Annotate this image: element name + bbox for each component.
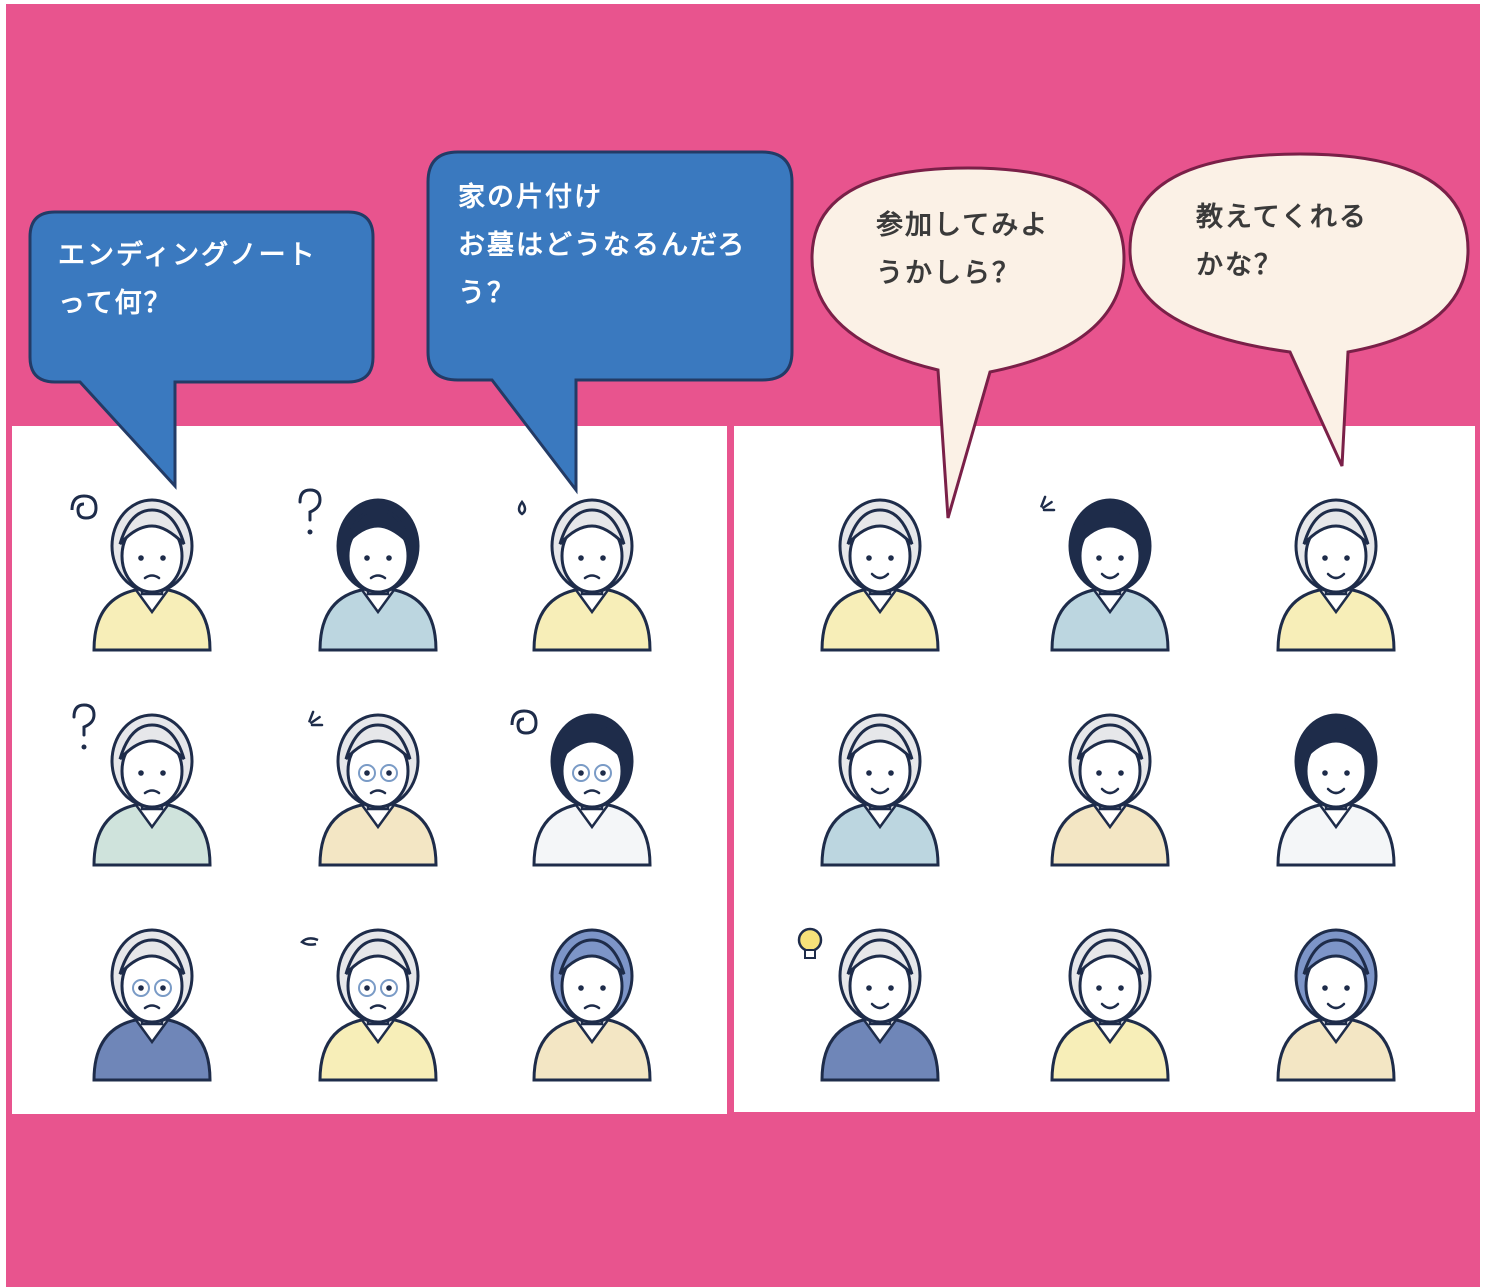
- person-man-phone: [298, 488, 438, 652]
- person-man-suit-fist: [1050, 713, 1170, 867]
- person-elder-woman-glasses: [300, 928, 438, 1082]
- person-woman-ponytail: [517, 498, 652, 652]
- person-woman-scarf: [70, 494, 212, 652]
- bubble-text-left-2: 家の片付け お墓はどうなるんだろ う？: [458, 182, 747, 309]
- question-icon: [72, 703, 96, 750]
- person-woman-ponytail: [1276, 498, 1396, 652]
- speech-bubble-right-1: [810, 166, 1126, 519]
- spark-icon: [1040, 495, 1056, 512]
- person-man-suit-glasses: [308, 710, 438, 867]
- tangle-icon: [510, 709, 538, 735]
- person-elder-man-glasses: [92, 928, 212, 1082]
- person-man-pointing: [532, 928, 652, 1082]
- sweat-icon: [517, 499, 527, 516]
- question-icon: [298, 488, 322, 535]
- anger-icon: [308, 710, 324, 727]
- person-man-smile: [1040, 495, 1170, 652]
- speech-bubble-left-2: [426, 150, 794, 495]
- sigh-icon: [300, 937, 319, 946]
- person-elder-man-idea: [797, 927, 940, 1082]
- person-woman-scarf: [820, 498, 940, 652]
- person-elder-woman-smile: [1050, 928, 1170, 1082]
- swirl-icon: [70, 494, 98, 520]
- bubble-text-right-2: 教えてくれる かな？: [1196, 202, 1368, 281]
- person-woman-smile: [820, 713, 940, 867]
- lightbulb-icon: [797, 927, 823, 959]
- speech-bubble-right-2: [1128, 152, 1470, 467]
- person-man-smile-2: [1276, 928, 1396, 1082]
- person-woman-glasses: [510, 709, 652, 867]
- person-woman-cheek: [72, 703, 212, 867]
- speech-bubble-left-1: [28, 210, 375, 490]
- person-woman-ok: [1276, 713, 1396, 867]
- bubble-text-right-1: 参加してみよ うかしら？: [876, 210, 1050, 289]
- bubble-text-left-1: エンディングノート って何？: [58, 240, 317, 319]
